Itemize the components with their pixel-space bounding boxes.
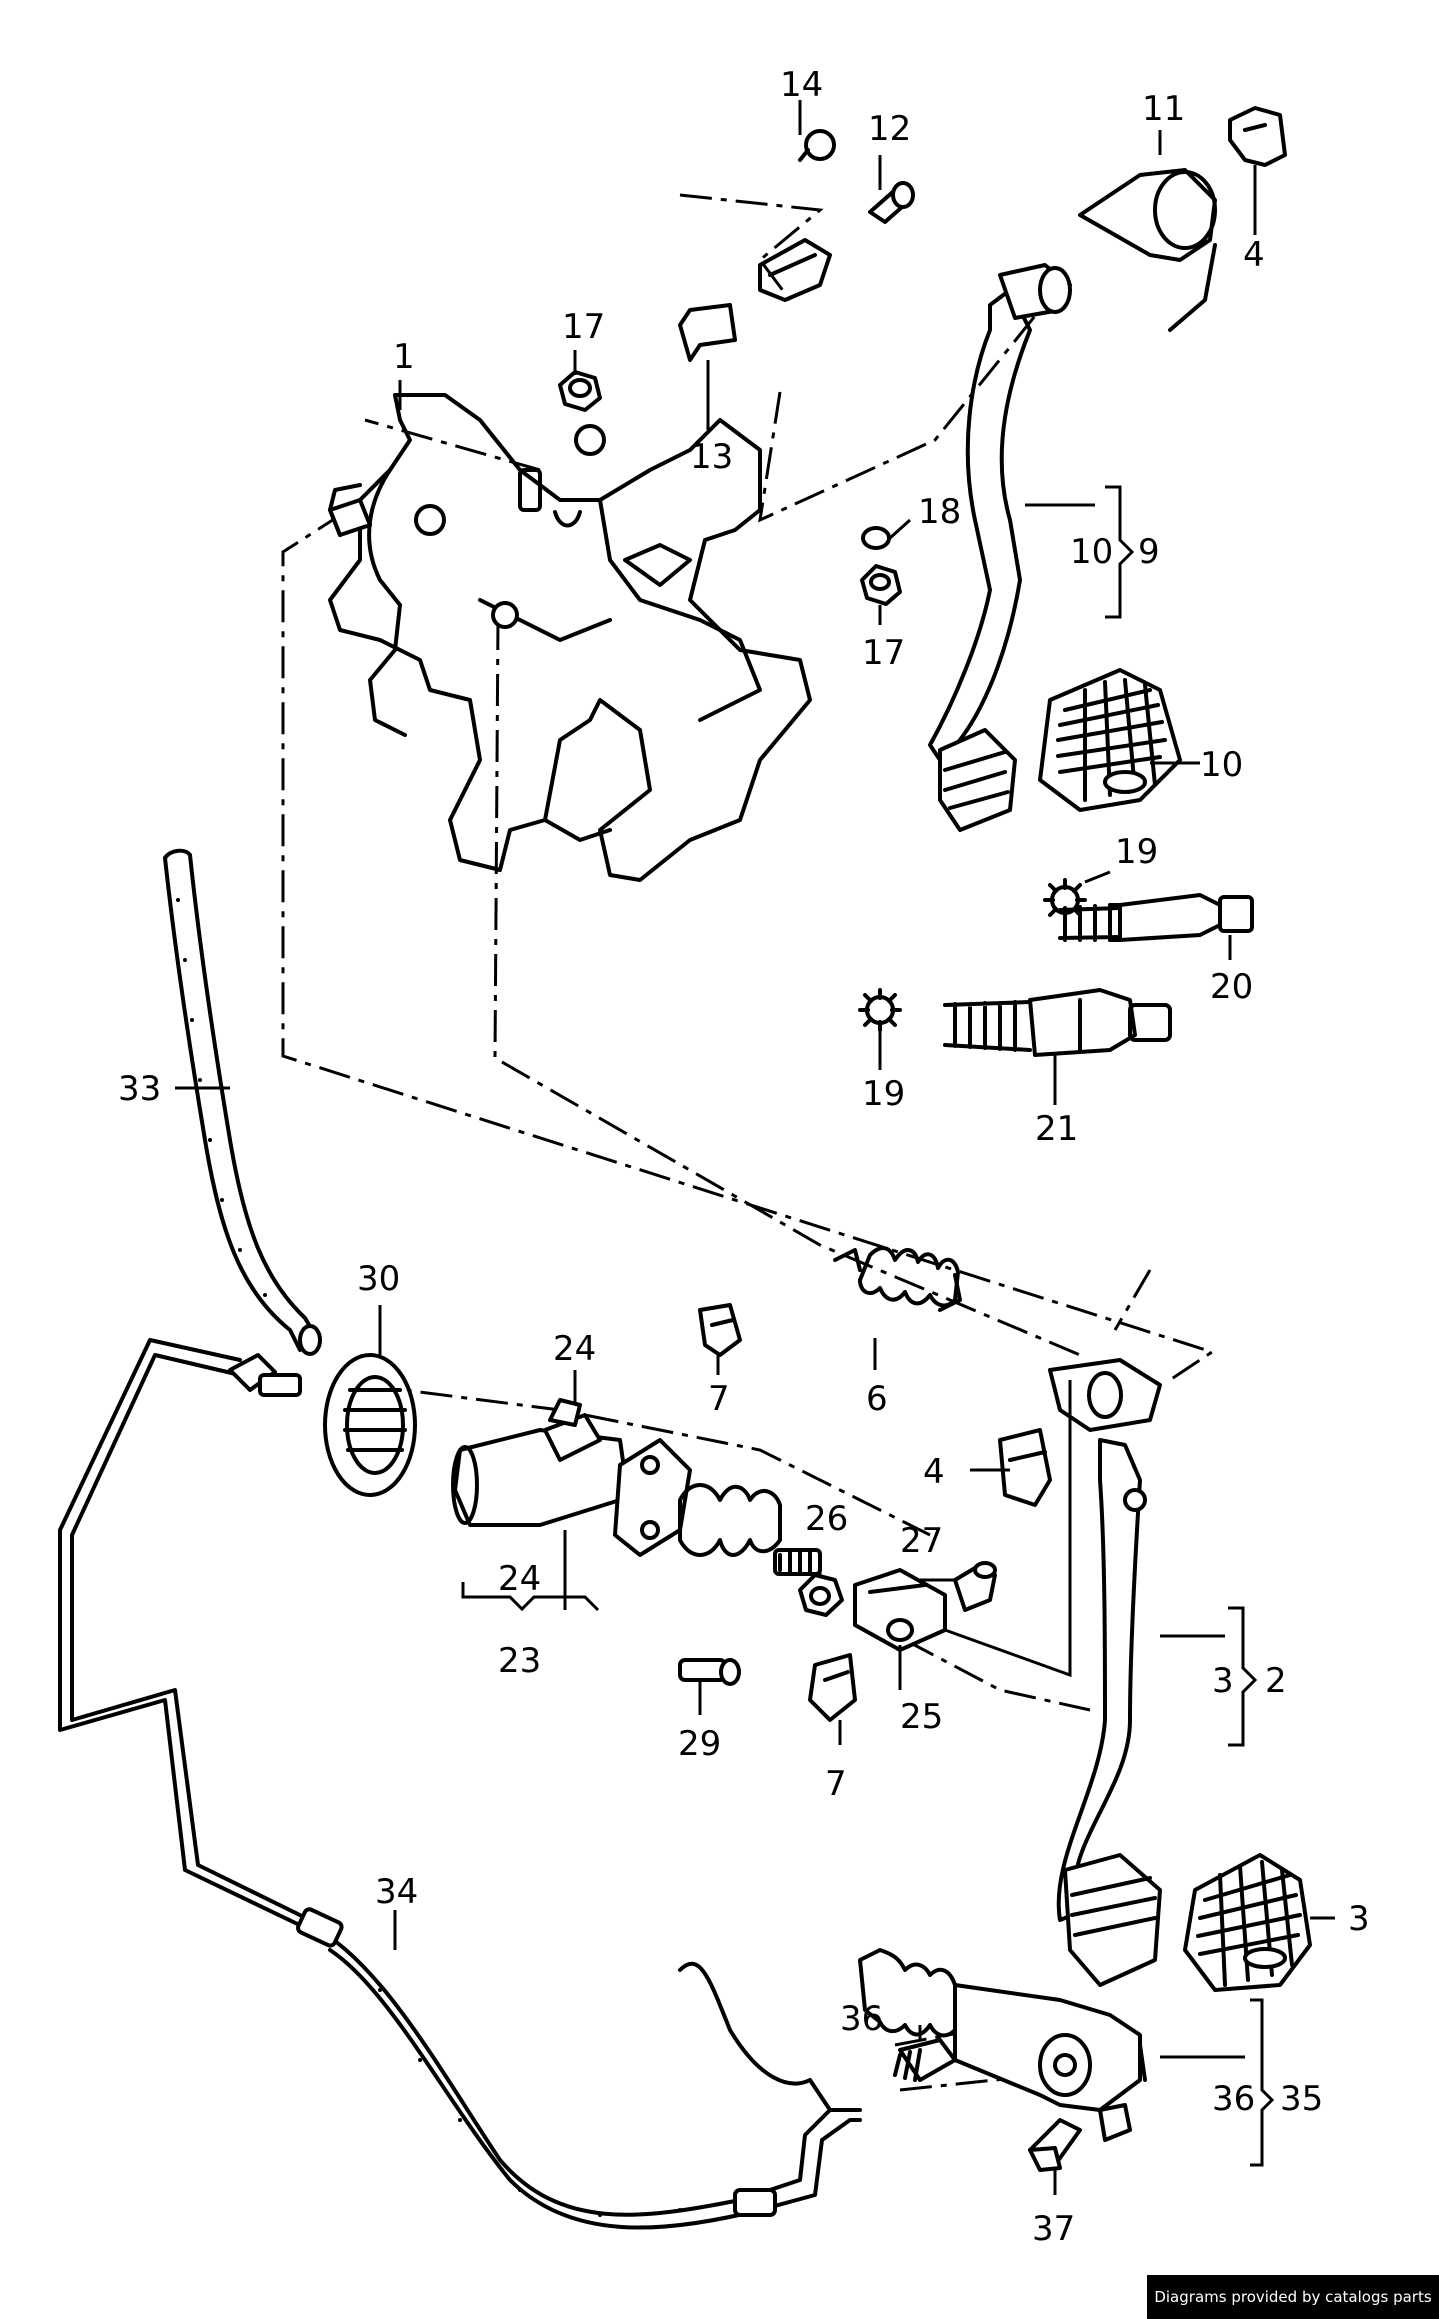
shaft-clip-13: [678, 238, 832, 362]
nut-17-lower: [860, 564, 902, 606]
callout-7-lower: 7: [825, 1764, 847, 1804]
clevis-25: [853, 1568, 947, 1652]
leader-lines: [175, 100, 1335, 2195]
callout-21: 21: [1035, 1109, 1078, 1149]
callout-17-upper: 17: [562, 307, 605, 347]
bolt-12: [868, 181, 915, 224]
callout-33: 33: [118, 1069, 161, 1109]
bracket-stud: [328, 498, 372, 537]
firewall-grommet-30: [323, 1353, 417, 1497]
clip-7-lower: [808, 1653, 857, 1722]
callout-labels: 1 14 12 11 4 17 13 18 17 10 9 10 19 20 1…: [118, 65, 1370, 2249]
callout-19-upper: 19: [1115, 832, 1158, 872]
callout-14: 14: [780, 65, 823, 105]
callout-24-lower: 24: [498, 1559, 541, 1599]
callout-4-lower: 4: [923, 1452, 945, 1492]
callout-20: 20: [1210, 967, 1253, 1007]
clutch-switch: [943, 988, 1172, 1057]
nut-26: [798, 1573, 844, 1617]
clevis-pin-27: [953, 1561, 997, 1612]
bleeder-36: [893, 2038, 957, 2082]
bolt-14: [798, 129, 836, 162]
star-washer-upper: [1043, 878, 1087, 922]
callout-19-lower: 19: [862, 1074, 905, 1114]
callout-37: 37: [1032, 2209, 1075, 2249]
pedal-bracket: [328, 393, 812, 882]
callout-18: 18: [918, 492, 961, 532]
slave-cylinder: [858, 1948, 1147, 2142]
callout-braces: [461, 485, 1275, 2167]
credit-banner: Diagrams provided by catalogs parts: [1147, 2275, 1439, 2319]
callout-6: 6: [866, 1379, 888, 1419]
nut-17-upper: [558, 370, 602, 412]
callout-25: 25: [900, 1697, 943, 1737]
callout-29: 29: [678, 1724, 721, 1764]
retaining-clip-4-upper: [1228, 106, 1287, 167]
brake-pedal-pad: [1038, 668, 1182, 812]
callout-27: 27: [900, 1521, 943, 1561]
callout-12: 12: [868, 109, 911, 149]
callout-9: 9: [1138, 532, 1160, 572]
callout-30: 30: [357, 1259, 400, 1299]
reservoir-fitting-24: [543, 1398, 602, 1462]
clip-7-upper: [698, 1303, 742, 1357]
callout-3-brace: 3: [1212, 1661, 1234, 1701]
bolt-29: [678, 1658, 741, 1686]
over-center-spring-6: [833, 1246, 962, 1312]
callout-4-upper: 4: [1243, 235, 1265, 275]
reservoir-hose-33: [163, 848, 322, 1356]
master-cylinder: [451, 1428, 692, 1557]
callout-13: 13: [690, 437, 733, 477]
master-cylinder-boot: [678, 1483, 782, 1557]
callout-35: 35: [1280, 2079, 1323, 2119]
pushrod: [773, 1548, 822, 1576]
callout-7-upper: 7: [708, 1379, 730, 1419]
hydraulic-line-34: [58, 1338, 862, 2230]
clutch-pedal: [1048, 1358, 1162, 1987]
callout-11: 11: [1142, 89, 1185, 129]
callout-10-pad: 10: [1200, 745, 1243, 785]
brake-light-switch: [1058, 893, 1254, 942]
callout-1: 1: [393, 337, 415, 377]
star-washer-lower: [858, 988, 902, 1032]
callout-2: 2: [1265, 1661, 1287, 1701]
callout-24-upper: 24: [553, 1329, 596, 1369]
brake-pedal: [928, 263, 1072, 832]
callout-36-upper: 36: [840, 1999, 883, 2039]
callout-10-brace: 10: [1070, 532, 1113, 572]
callout-23: 23: [498, 1641, 541, 1681]
callout-26: 26: [805, 1499, 848, 1539]
bolt-37: [1028, 2118, 1082, 2172]
retaining-clip-4-lower: [998, 1428, 1052, 1507]
callout-3-pad: 3: [1348, 1899, 1370, 1939]
callout-36-brace: 36: [1212, 2079, 1255, 2119]
callout-34: 34: [375, 1872, 418, 1912]
callout-17-lower: 17: [862, 633, 905, 673]
clutch-pedal-pad: [1183, 1853, 1312, 1992]
pedal-bushing-11: [1078, 168, 1217, 332]
washer-18: [861, 526, 891, 550]
